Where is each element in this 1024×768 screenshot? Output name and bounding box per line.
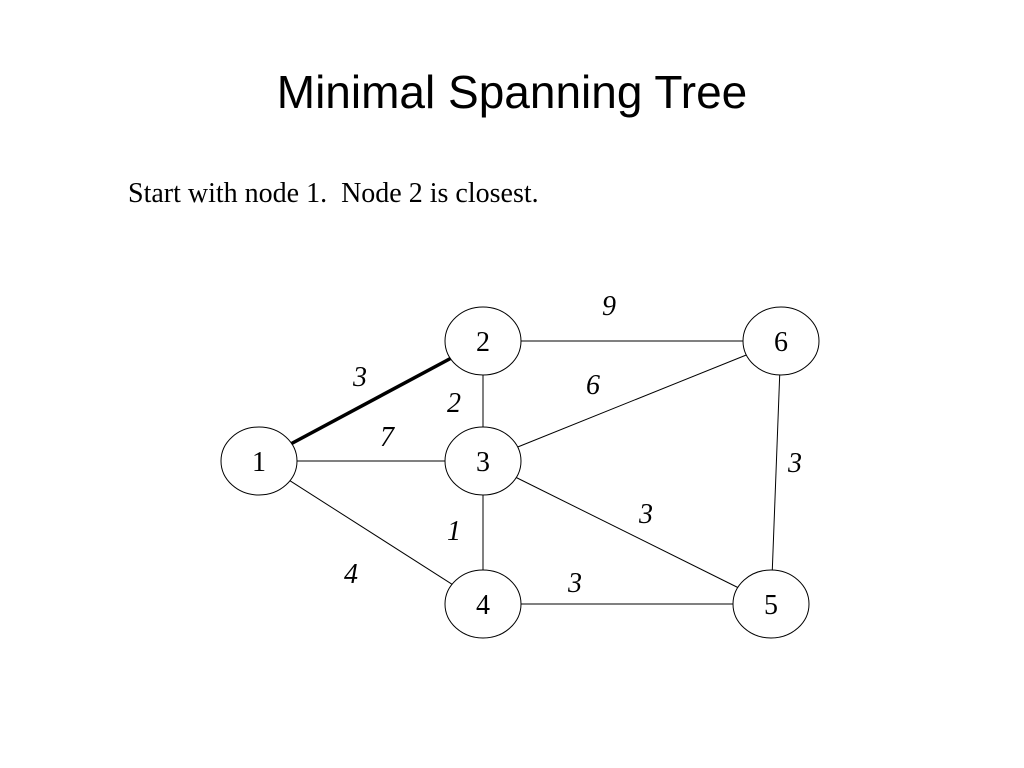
edge-weight-6-5: 3 — [787, 448, 802, 479]
slide-caption: Start with node 1. Node 2 is closest. — [128, 178, 539, 209]
node-label-1: 1 — [252, 447, 266, 478]
node-label-3: 3 — [476, 447, 490, 478]
node-1: 1 — [220, 426, 298, 496]
node-circle-2 — [444, 306, 522, 376]
edge-weight-1-3: 7 — [380, 422, 395, 453]
node-4: 4 — [444, 569, 522, 639]
edge-6-5 — [771, 374, 781, 571]
node-2: 2 — [444, 306, 522, 376]
edge-weight-3-5: 3 — [638, 499, 653, 530]
edge-1-4 — [289, 480, 453, 585]
edge-weight-2-6: 9 — [602, 291, 616, 322]
node-circle-1 — [220, 426, 298, 496]
node-circle-3 — [444, 426, 522, 496]
node-label-4: 4 — [476, 590, 490, 621]
edge-weight-4-5: 3 — [567, 568, 582, 599]
edge-weight-1-2: 3 — [352, 362, 367, 393]
node-label-6: 6 — [774, 327, 788, 358]
edge-weight-3-6: 6 — [586, 370, 600, 401]
node-circle-5 — [732, 569, 810, 639]
edge-3-5 — [515, 477, 739, 588]
edge-weight-1-4: 4 — [344, 559, 358, 590]
node-label-5: 5 — [764, 590, 778, 621]
edges-layer — [289, 340, 781, 605]
node-circle-6 — [742, 306, 820, 376]
node-5: 5 — [732, 569, 810, 639]
edge-3-6 — [517, 354, 747, 448]
slide-title: Minimal Spanning Tree — [276, 66, 748, 118]
edge-weight-3-4: 1 — [447, 516, 461, 547]
edge-weight-2-3: 2 — [447, 388, 461, 419]
node-circle-4 — [444, 569, 522, 639]
node-label-2: 2 — [476, 327, 490, 358]
node-3: 3 — [444, 426, 522, 496]
edge-1-2 — [290, 356, 452, 446]
node-6: 6 — [742, 306, 820, 376]
